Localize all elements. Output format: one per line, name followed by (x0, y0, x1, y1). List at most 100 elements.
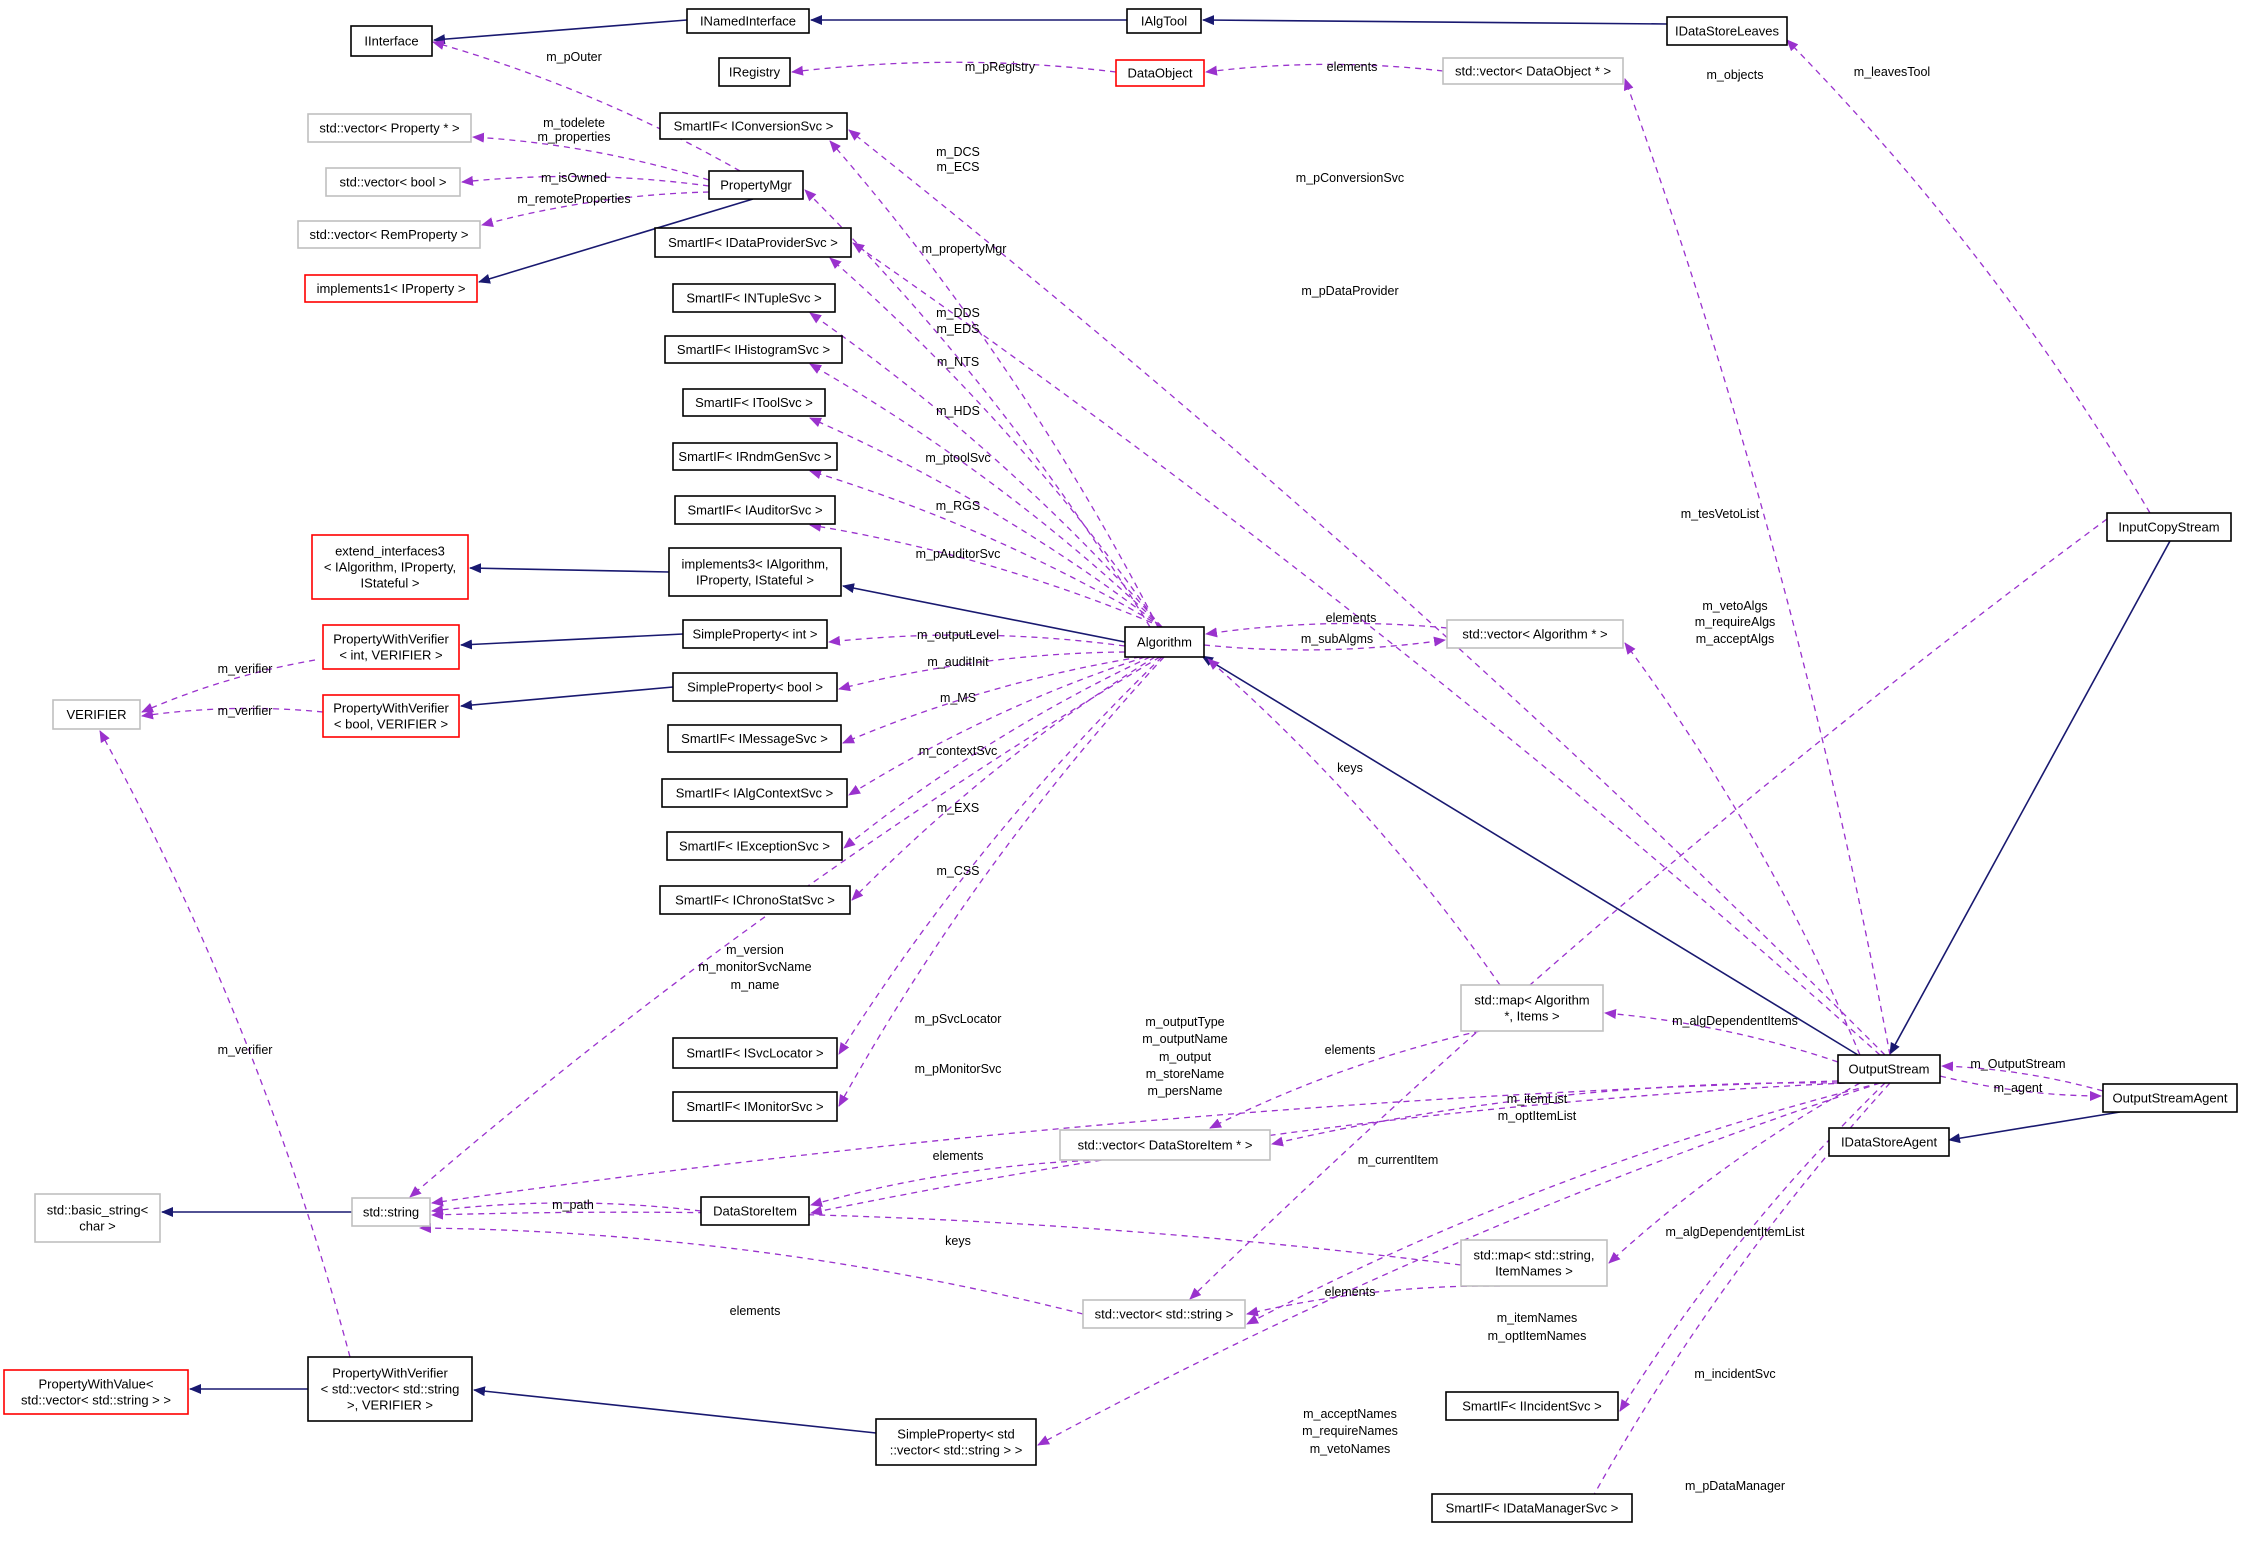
class-box (1115, 59, 1205, 87)
class-node-simple-property-int[interactable]: SimpleProperty< int > (682, 619, 828, 649)
class-node-data-store-item[interactable]: DataStoreItem (700, 1196, 810, 1226)
edge-label-data-object-0: m_pRegistry (965, 60, 1036, 74)
usage-edge-algorithm-to-smart-ifchrono-stat (851, 656, 1156, 901)
class-node-smart-ifalg-context[interactable]: SmartIF< IAlgContextSvc > (661, 778, 848, 808)
class-node-smart-ifchrono-stat[interactable]: SmartIF< IChronoStatSvc > (659, 885, 851, 915)
class-node-input-copy-stream[interactable]: InputCopyStream (2106, 512, 2232, 542)
class-name-line: *, Items > (1504, 1009, 1559, 1024)
usage-edge-data-object-to-iregistry (791, 61, 1117, 76)
class-node-map-string-item-names[interactable]: std::map< std::string,ItemNames > (1460, 1239, 1608, 1287)
class-node-simple-property-bool[interactable]: SimpleProperty< bool > (672, 672, 838, 702)
usage-edge-algorithm-to-smart-ifhistogram (809, 363, 1163, 628)
class-box (2102, 1083, 2238, 1113)
class-node-property-mgr[interactable]: PropertyMgr (708, 170, 804, 200)
usage-edge-property-mgr-to-vec-bool (461, 175, 710, 187)
class-box (52, 699, 141, 730)
edge-label-output-stream-0: m_algDependentItemList (1666, 1225, 1805, 1239)
class-box (1082, 1299, 1246, 1329)
edge-label-map-string-item-names-0: elements (1325, 1285, 1376, 1299)
class-node-smart-ifmonitor[interactable]: SmartIF< IMonitorSvc > (672, 1091, 838, 1122)
class-node-smart-ifmessage[interactable]: SmartIF< IMessageSvc > (667, 724, 842, 753)
class-node-smart-ifdata-manager[interactable]: SmartIF< IDataManagerSvc > (1431, 1493, 1633, 1523)
usage-edge-output-stream-agent-to-output-stream (1941, 1061, 2104, 1092)
usage-edge-output-stream-to-smart-ifincident (1619, 1082, 1886, 1412)
class-node-vec-string[interactable]: std::vector< std::string > (1082, 1299, 1246, 1329)
class-node-output-stream-agent[interactable]: OutputStreamAgent (2102, 1083, 2238, 1113)
class-node-vec-rem-property[interactable]: std::vector< RemProperty > (297, 220, 481, 249)
class-name-line: PropertyWithValue< (38, 1377, 153, 1392)
edge-label-output-stream-1: m_optItemNames (1488, 1329, 1587, 1343)
class-node-pwvbool[interactable]: PropertyWithVerifier< bool, VERIFIER > (322, 694, 460, 738)
class-name-line: IDataStoreAgent (1841, 1135, 1938, 1150)
class-node-std-string[interactable]: std::string (351, 1197, 431, 1227)
class-node-idata-store-leaves[interactable]: IDataStoreLeaves (1666, 16, 1788, 46)
class-node-algorithm[interactable]: Algorithm (1124, 626, 1205, 658)
class-node-smart-ifhistogram[interactable]: SmartIF< IHistogramSvc > (664, 335, 843, 364)
class-node-smart-ifrndm[interactable]: SmartIF< IRndmGenSvc > (672, 442, 838, 471)
class-node-implements1[interactable]: implements1< IProperty > (304, 274, 478, 303)
class-name-line: OutputStreamAgent (2113, 1091, 2228, 1106)
edge-label-algorithm-2: m_name (731, 978, 780, 992)
class-node-smart-ifincident[interactable]: SmartIF< IIncidentSvc > (1445, 1391, 1619, 1421)
edge-label-algorithm-0: m_DDS (936, 306, 980, 320)
class-box (672, 1091, 838, 1122)
class-box (672, 1037, 838, 1069)
usage-edge-output-stream-to-vec-algorithm (1624, 642, 1861, 1056)
class-node-idata-store-agent[interactable]: IDataStoreAgent (1828, 1127, 1950, 1157)
class-box (1460, 984, 1604, 1032)
class-node-basic-string[interactable]: std::basic_string<char > (34, 1193, 161, 1243)
class-node-map-alg-items[interactable]: std::map< Algorithm*, Items > (1460, 984, 1604, 1032)
edge-label-map-alg-items-0: keys (1337, 761, 1363, 775)
class-box (672, 672, 838, 702)
usage-edge-pwvint-to-verifier (141, 659, 316, 713)
class-node-output-stream[interactable]: OutputStream (1837, 1054, 1941, 1084)
usage-edge-vec-data-object-to-data-object (1205, 63, 1444, 76)
class-name-line: SmartIF< IAuditorSvc > (687, 503, 822, 518)
class-name-line: < std::vector< std::string (321, 1382, 460, 1397)
class-node-vec-bool[interactable]: std::vector< bool > (325, 167, 461, 197)
class-box (351, 1197, 431, 1227)
class-node-verifier[interactable]: VERIFIER (52, 699, 141, 730)
edge-label-property-mgr-0: m_isOwned (541, 171, 607, 185)
class-node-iinterface[interactable]: IInterface (350, 25, 433, 57)
class-node-pwvint[interactable]: PropertyWithVerifier< int, VERIFIER > (322, 624, 460, 670)
class-node-smart-ifauditor[interactable]: SmartIF< IAuditorSvc > (674, 495, 836, 525)
class-node-smart-iftool[interactable]: SmartIF< IToolSvc > (682, 388, 826, 417)
class-node-extend-interfaces3[interactable]: extend_interfaces3< IAlgorithm, IPropert… (311, 534, 469, 600)
class-node-smart-ifdata-provider[interactable]: SmartIF< IDataProviderSvc > (654, 227, 852, 258)
usage-edge-algorithm-to-smart-ifmonitor (838, 656, 1165, 1107)
class-node-pwvvec-string[interactable]: PropertyWithVerifier< std::vector< std::… (307, 1356, 473, 1422)
class-name-line: IStateful > (361, 576, 420, 591)
usage-edge-map-alg-items-to-vec-data-store-item (1209, 1030, 1481, 1129)
class-node-simple-property-vec-string[interactable]: SimpleProperty< std::vector< std::string… (875, 1418, 1037, 1466)
class-node-ialg-tool[interactable]: IAlgTool (1126, 8, 1202, 34)
class-box (666, 831, 843, 861)
class-box (667, 724, 842, 753)
class-name-line: DataObject (1127, 66, 1192, 81)
class-node-property-with-value[interactable]: PropertyWithValue<std::vector< std::stri… (3, 1369, 189, 1415)
class-node-vec-property[interactable]: std::vector< Property * > (307, 113, 472, 143)
class-box (1126, 8, 1202, 34)
class-node-iregistry[interactable]: IRegistry (718, 57, 791, 87)
class-node-vec-algorithm[interactable]: std::vector< Algorithm * > (1446, 619, 1624, 649)
class-node-smart-ifsvc-locator[interactable]: SmartIF< ISvcLocator > (672, 1037, 838, 1069)
class-node-implements3[interactable]: implements3< IAlgorithm,IProperty, IStat… (668, 547, 842, 597)
class-box (322, 624, 460, 670)
class-box (875, 1418, 1037, 1466)
class-node-inamed-interface[interactable]: INamedInterface (686, 8, 810, 34)
class-node-smart-ifntuple[interactable]: SmartIF< INTupleSvc > (672, 283, 836, 313)
class-node-data-object[interactable]: DataObject (1115, 59, 1205, 87)
edge-label-algorithm-0: m_auditInit (927, 655, 989, 669)
edge-label-property-mgr-1: m_properties (538, 130, 611, 144)
inheritance-edge-output-stream-to-algorithm (1201, 655, 1859, 1056)
class-node-smart-ifconversion[interactable]: SmartIF< IConversionSvc > (659, 112, 848, 140)
class-node-vec-data-store-item[interactable]: std::vector< DataStoreItem * > (1059, 1129, 1271, 1161)
class-node-smart-ifexception[interactable]: SmartIF< IExceptionSvc > (666, 831, 843, 861)
usage-edge-vec-data-store-item-to-data-store-item (810, 1159, 1101, 1207)
inheritance-edge-simple-property-int-to-pwvint (460, 633, 684, 650)
edge-label-output-stream-1: m_requireNames (1302, 1424, 1398, 1438)
class-node-vec-data-object[interactable]: std::vector< DataObject * > (1442, 57, 1624, 85)
class-box (307, 1356, 473, 1422)
class-box (307, 113, 472, 143)
edge-label-output-stream-0: m_outputType (1145, 1015, 1224, 1029)
